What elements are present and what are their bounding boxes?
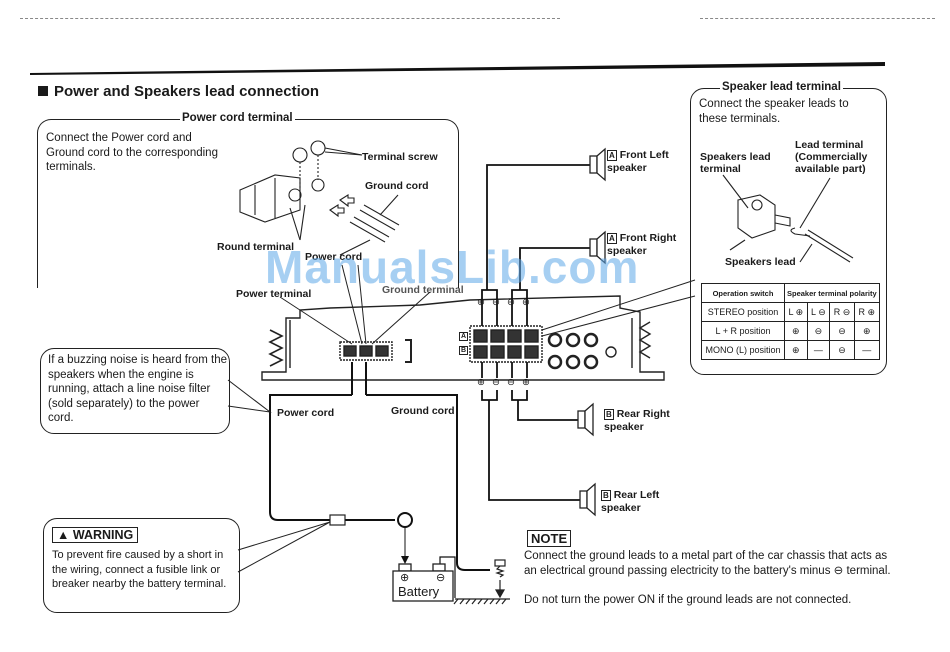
speaker-front-right-shape xyxy=(589,230,606,265)
label-ground-cord-top: Ground cord xyxy=(365,180,429,192)
label-power-terminal: Power terminal xyxy=(236,288,312,300)
label-ground-cord: Ground cord xyxy=(391,405,455,417)
bottom-polarity-3: ⊖ xyxy=(507,377,515,388)
channel-b-badge: B xyxy=(601,490,611,501)
top-dashed-line-right xyxy=(700,18,935,19)
label-power-cord-top: Power cord xyxy=(305,251,363,263)
top-polarity-3: ⊖ xyxy=(507,297,515,308)
amplifier-body xyxy=(261,295,665,381)
note-badge: NOTE xyxy=(527,530,572,548)
label-speakers-lead-terminal: Speakers lead terminal xyxy=(700,151,771,175)
speaker-front-left-label: A Front Left speaker xyxy=(607,149,669,174)
speaker-lead-terminal-title: Speaker lead terminal xyxy=(720,81,843,93)
channel-a-badge: A xyxy=(459,332,469,341)
warning-box xyxy=(43,518,240,613)
chassis-ground xyxy=(453,559,510,605)
battery-label: Battery xyxy=(398,584,440,599)
top-polarity-4: ⊕ xyxy=(522,297,530,308)
label-ground-terminal: Ground terminal xyxy=(382,284,464,296)
power-cord-terminal-title: Power cord terminal xyxy=(180,112,295,124)
speaker-rear-left-label: B Rear Left speaker xyxy=(601,489,660,514)
channel-a-badge: A xyxy=(607,150,617,161)
speaker-front-right-label: A Front Right speaker xyxy=(607,232,677,257)
header-speaker-polarity: Speaker terminal polarity xyxy=(784,283,880,303)
polarity-table-header: Operation switch Speaker terminal polari… xyxy=(701,283,880,303)
speaker-terminal-illustration xyxy=(722,174,854,263)
header-rule xyxy=(30,62,885,75)
table-row: L + R position ⊕ ⊖ ⊖ ⊕ xyxy=(701,321,880,341)
top-polarity-2: ⊖ xyxy=(492,297,500,308)
channel-a-badge: A xyxy=(607,233,617,244)
label-round-terminal: Round terminal xyxy=(217,241,295,253)
warning-badge: ▲ WARNING xyxy=(52,526,139,544)
bottom-polarity-1: ⊕ xyxy=(477,377,485,388)
polarity-table: Operation switch Speaker terminal polari… xyxy=(701,283,880,360)
table-row: MONO (L) position ⊕ — ⊖ — xyxy=(701,340,880,360)
label-terminal-screw: Terminal screw xyxy=(362,151,438,163)
channel-b-badge: B xyxy=(604,409,614,420)
speaker-rear-left-shape xyxy=(579,482,596,517)
speaker-rear-right-label: B Rear Right speaker xyxy=(604,408,670,433)
bottom-polarity-4: ⊕ xyxy=(522,377,530,388)
speaker-lead-terminal-description: Connect the speaker leads to these termi… xyxy=(699,98,849,125)
top-polarity-1: ⊕ xyxy=(477,297,485,308)
note-text-2: Do not turn the power ON if the ground l… xyxy=(524,594,852,606)
battery-minus-symbol: ⊖ xyxy=(436,572,446,584)
bottom-polarity-2: ⊖ xyxy=(492,377,500,388)
note-text-1: Connect the ground leads to a metal part… xyxy=(524,550,891,577)
channel-b-badge: B xyxy=(459,346,469,355)
label-speakers-lead: Speakers lead xyxy=(725,256,796,268)
page-title: Power and Speakers lead connection xyxy=(38,83,319,100)
table-row: STEREO position L ⊕ L ⊖ R ⊖ R ⊕ xyxy=(701,302,880,322)
label-lead-terminal: Lead terminal (Commercially available pa… xyxy=(795,139,868,175)
warning-text: To prevent fire caused by a short in the… xyxy=(52,549,227,590)
noise-callout-box xyxy=(40,348,230,434)
speaker-terminal-block xyxy=(469,325,543,363)
power-terminal-illustration xyxy=(239,140,400,256)
noise-callout-text: If a buzzing noise is heard from the spe… xyxy=(48,354,227,424)
speaker-rear-right-shape xyxy=(577,402,594,437)
header-operation-switch: Operation switch xyxy=(701,283,785,303)
battery-shape xyxy=(392,563,454,602)
noise-filter xyxy=(329,514,346,526)
title-bullet-icon xyxy=(38,86,48,96)
label-power-cord: Power cord xyxy=(277,407,335,419)
battery-plus-symbol: ⊕ xyxy=(400,572,410,584)
top-dashed-line-left xyxy=(20,18,560,19)
watermark: ManualsLib.com xyxy=(265,241,640,293)
power-cord-terminal-description: Connect the Power cord and Ground cord t… xyxy=(46,132,218,173)
speaker-front-left-shape xyxy=(589,147,606,182)
